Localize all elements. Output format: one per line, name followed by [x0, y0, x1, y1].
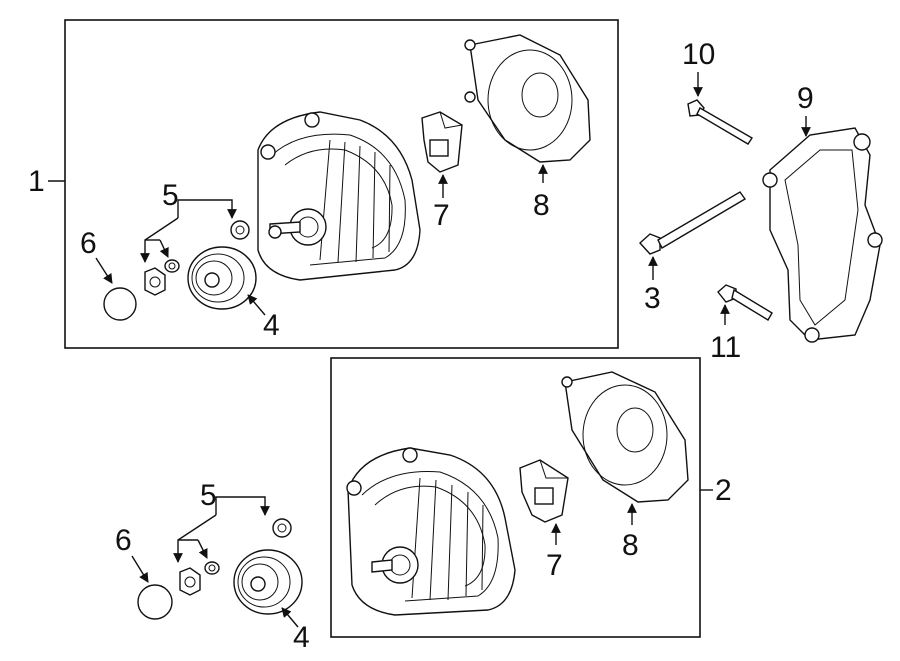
voltage-regulator-upper[interactable]: [421, 111, 463, 173]
rear-cover-upper[interactable]: [464, 34, 591, 163]
callout-7-upper-number[interactable]: 7: [433, 199, 450, 232]
alternator-lower[interactable]: [346, 447, 516, 616]
callout-4-lower: 4: [281, 607, 310, 654]
assembly-box-2: [330, 357, 701, 638]
callout-11-number[interactable]: 11: [710, 331, 741, 364]
callout-4-upper-number[interactable]: 4: [263, 309, 280, 342]
callout-2-group: 2: [700, 474, 732, 507]
callout-3: 3: [644, 256, 661, 315]
callout-7-upper: 7: [433, 174, 450, 232]
pulley-lower[interactable]: [233, 549, 303, 615]
spacer-upper[interactable]: [230, 220, 250, 240]
callout-8-lower-number[interactable]: 8: [622, 529, 639, 562]
callout-4-upper: 4: [247, 294, 280, 342]
callout-9-number[interactable]: 9: [797, 82, 814, 115]
bolt-10[interactable]: [687, 99, 753, 145]
alternator-upper[interactable]: [257, 111, 421, 281]
pulley-upper[interactable]: [187, 246, 257, 310]
callout-6-upper-number[interactable]: 6: [80, 227, 97, 260]
callout-3-number[interactable]: 3: [644, 282, 661, 315]
mounting-bracket[interactable]: [762, 127, 883, 343]
cap-upper[interactable]: [103, 287, 137, 321]
callout-6-upper: 6: [80, 227, 113, 284]
cap-lower[interactable]: [137, 584, 173, 620]
nut-upper[interactable]: [144, 267, 166, 296]
callout-4-lower-number[interactable]: 4: [293, 621, 310, 654]
rear-cover-lower[interactable]: [561, 371, 689, 503]
callout-5-upper: 5: [140, 179, 237, 263]
bolt-11[interactable]: [717, 284, 773, 321]
callout-10: 10: [682, 38, 715, 97]
callout-7-lower: 7: [546, 523, 563, 582]
callout-10-number[interactable]: 10: [682, 38, 715, 71]
callout-8-upper: 8: [533, 164, 550, 222]
callout-5-lower-number[interactable]: 5: [200, 479, 217, 512]
callout-8-lower: 8: [622, 503, 639, 562]
callout-6-lower: 6: [115, 524, 149, 583]
voltage-regulator-lower[interactable]: [519, 459, 569, 523]
callout-5-lower: 5: [173, 479, 270, 563]
washer-lower[interactable]: [204, 561, 220, 575]
callout-11: 11: [710, 304, 741, 364]
callout-9: 9: [797, 82, 814, 137]
washer-upper[interactable]: [164, 259, 180, 273]
bolt-3[interactable]: [639, 191, 747, 255]
callout-2[interactable]: 2: [715, 474, 732, 507]
callout-6-lower-number[interactable]: 6: [115, 524, 132, 557]
callout-1-group: 1: [28, 165, 65, 198]
spacer-lower[interactable]: [272, 518, 292, 538]
callout-8-upper-number[interactable]: 8: [533, 189, 550, 222]
callout-5-upper-number[interactable]: 5: [162, 179, 179, 212]
nut-lower[interactable]: [179, 567, 201, 596]
assembly-box-1: [64, 19, 619, 349]
callout-1[interactable]: 1: [28, 165, 45, 198]
callout-7-lower-number[interactable]: 7: [546, 549, 563, 582]
